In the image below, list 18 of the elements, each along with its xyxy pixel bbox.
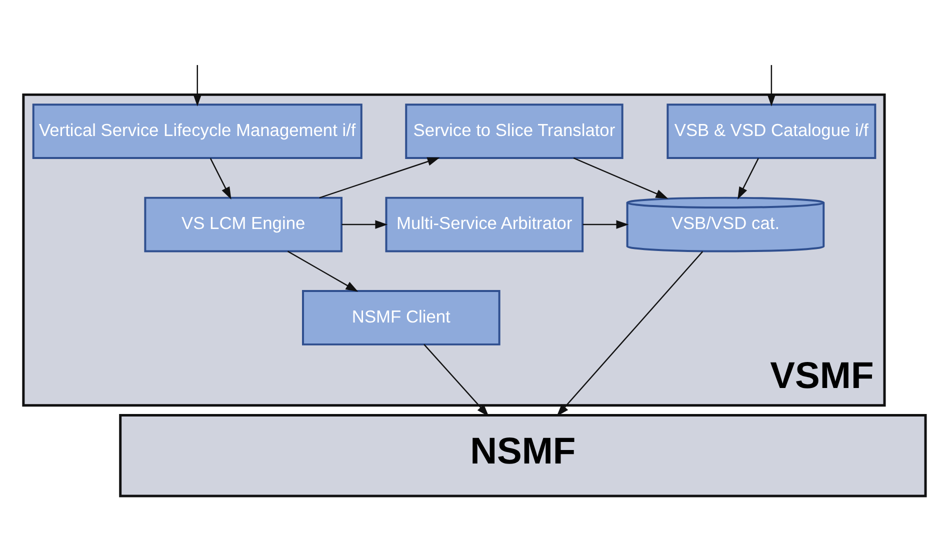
arrow <box>193 65 202 106</box>
node-box: NSMF Client <box>302 290 500 346</box>
arrow <box>424 344 489 417</box>
arrow <box>767 65 776 106</box>
arrow <box>738 158 759 200</box>
arrow <box>573 158 668 199</box>
node-box: VSB & VSD Catalogue i/f <box>666 104 876 160</box>
arrow <box>287 250 358 292</box>
node-box: Multi-Service Arbitrator <box>385 196 584 252</box>
node-box: NSMF <box>119 414 927 498</box>
node-box: VS LCM Engine <box>144 196 342 252</box>
arrow <box>556 251 704 416</box>
arrow <box>582 220 629 229</box>
node-box: Vertical Service Lifecycle Management i/f <box>32 104 362 160</box>
node-box: Service to Slice Translator <box>405 104 624 160</box>
arrow <box>342 220 388 229</box>
arrow <box>319 157 440 198</box>
arrow <box>210 158 232 200</box>
